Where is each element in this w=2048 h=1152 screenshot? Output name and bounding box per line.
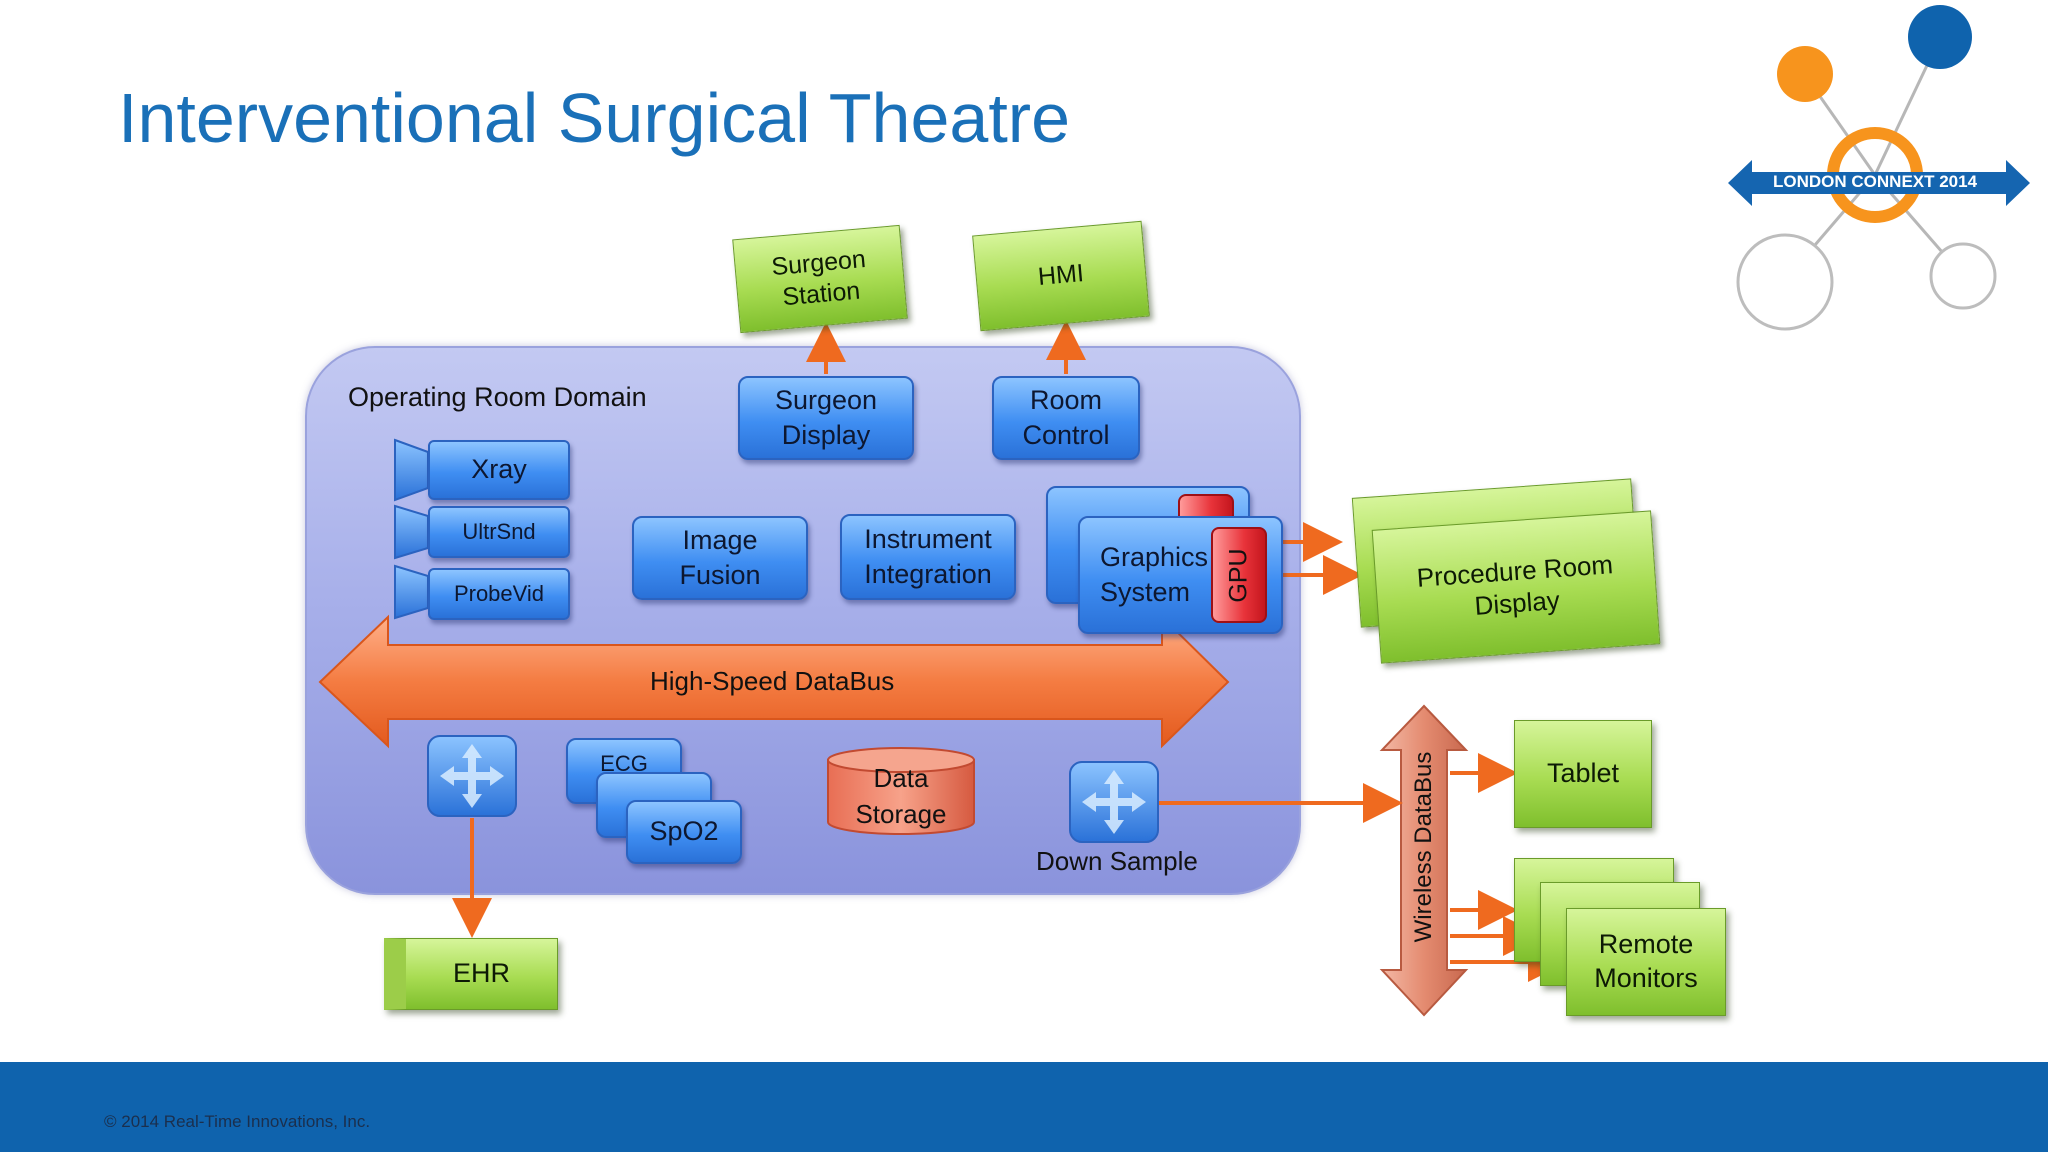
surgeon-station-box: Surgeon Station [732, 224, 908, 334]
surgeon-display-node: Surgeon Display [738, 376, 914, 460]
copyright-text: © 2014 Real-Time Innovations, Inc. [104, 1112, 371, 1131]
gpu-node: GPU [1211, 527, 1267, 623]
down-sample-label: Down Sample [1036, 846, 1198, 876]
data-storage-label: Data Storage [855, 763, 947, 830]
probevid-node: ProbeVid [428, 568, 570, 620]
slide-title: Interventional Surgical Theatre [118, 79, 1071, 157]
xray-node: Xray [428, 440, 570, 500]
router-icon-downsample [1069, 761, 1159, 843]
remote-monitors-box: Remote Monitors [1566, 908, 1726, 1016]
instrument-integration-node: Instrument Integration [840, 514, 1016, 600]
room-control-node: Room Control [992, 376, 1140, 460]
image-fusion-node: Image Fusion [632, 516, 808, 600]
ultrasound-node: UltrSnd [428, 506, 570, 558]
footer-bar [0, 1062, 2048, 1152]
logo-text: LONDON CONNEXT 2014 [1773, 172, 1978, 191]
domain-label: Operating Room Domain [348, 382, 647, 412]
high-speed-databus-label: High-Speed DataBus [650, 666, 895, 696]
procedure-room-display-box: Procedure Room Display [1371, 510, 1661, 664]
hmi-box: HMI [972, 220, 1150, 332]
router-icon-left [427, 735, 517, 817]
data-storage-cylinder [827, 747, 975, 835]
tablet-box: Tablet [1514, 720, 1652, 828]
wireless-databus-arrow [1379, 704, 1469, 1017]
spo2-node: SpO2 [626, 800, 742, 864]
high-speed-databus-arrow [318, 614, 1230, 749]
ehr-box: EHR [384, 938, 558, 1010]
